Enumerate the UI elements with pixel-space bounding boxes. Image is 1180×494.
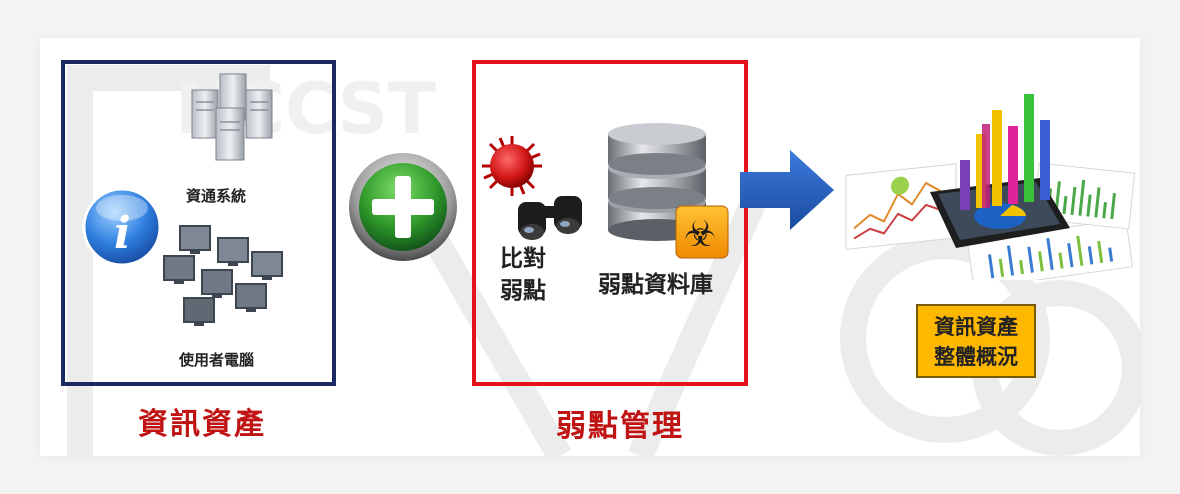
server-label: 資通系統 xyxy=(186,187,247,205)
overview-box: 資訊資產 整體概況 xyxy=(916,304,1036,378)
overview-line-1: 資訊資產 xyxy=(934,315,1018,339)
vuln-frame xyxy=(472,60,748,386)
vuln-title: 弱點管理 xyxy=(556,409,684,444)
virus-icon xyxy=(482,136,542,196)
biohazard-icon: ☣ xyxy=(675,205,729,259)
svg-text:☣: ☣ xyxy=(684,214,716,255)
compare-label-1: 比對 xyxy=(500,246,546,272)
asset-title: 資訊資產 xyxy=(138,407,266,442)
info-icon: i xyxy=(82,187,162,267)
binoculars-icon xyxy=(518,196,582,240)
db-label: 弱點資料庫 xyxy=(598,272,713,298)
asset-frame xyxy=(61,60,336,386)
arrow-right-icon xyxy=(740,150,834,230)
charts-icon xyxy=(845,94,1136,280)
svg-text:i: i xyxy=(114,208,131,259)
plus-icon xyxy=(349,153,457,261)
diagram-card: NCCST 資通系統 i xyxy=(40,38,1140,456)
server-icon xyxy=(191,73,273,161)
computer-icon xyxy=(163,225,283,326)
pc-label: 使用者電腦 xyxy=(179,351,255,369)
overview-line-2: 整體概況 xyxy=(934,345,1018,369)
compare-label-2: 弱點 xyxy=(500,278,546,304)
